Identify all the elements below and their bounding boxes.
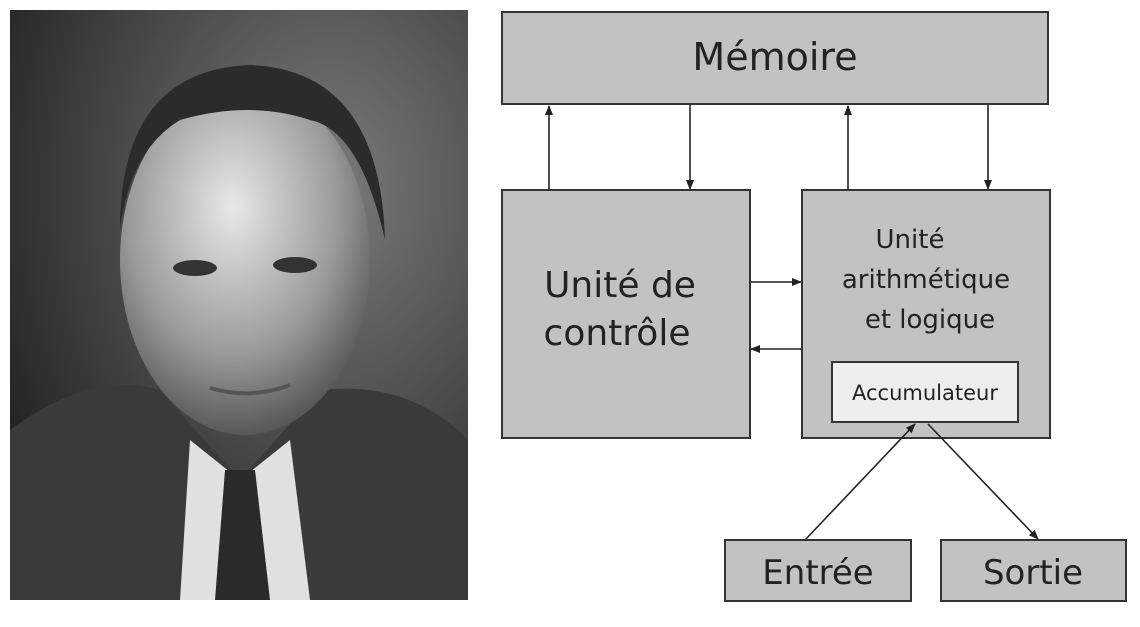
input-to-accumulator-arrow [804,423,916,541]
accumulator-to-output-arrow [927,423,1039,540]
alu-label-3: et logique [865,305,995,335]
input-label: Entrée [762,553,873,593]
alu-label-1: Unité [876,225,945,255]
memory-box: Mémoire [501,11,1049,105]
memory-label: Mémoire [692,35,857,79]
accumulator-label: Accumulateur [852,381,998,405]
control-unit-label-1: Unité de [544,265,696,306]
output-box: Sortie [940,539,1127,602]
control-unit-box: Unité de contrôle [501,189,751,439]
alu-label-2: arithmétique [842,265,1010,295]
portrait-photo [10,10,468,600]
accumulator-box: Accumulateur [831,361,1019,423]
input-box: Entrée [724,539,912,602]
output-label: Sortie [983,553,1083,593]
control-unit-label-2: contrôle [544,313,691,354]
